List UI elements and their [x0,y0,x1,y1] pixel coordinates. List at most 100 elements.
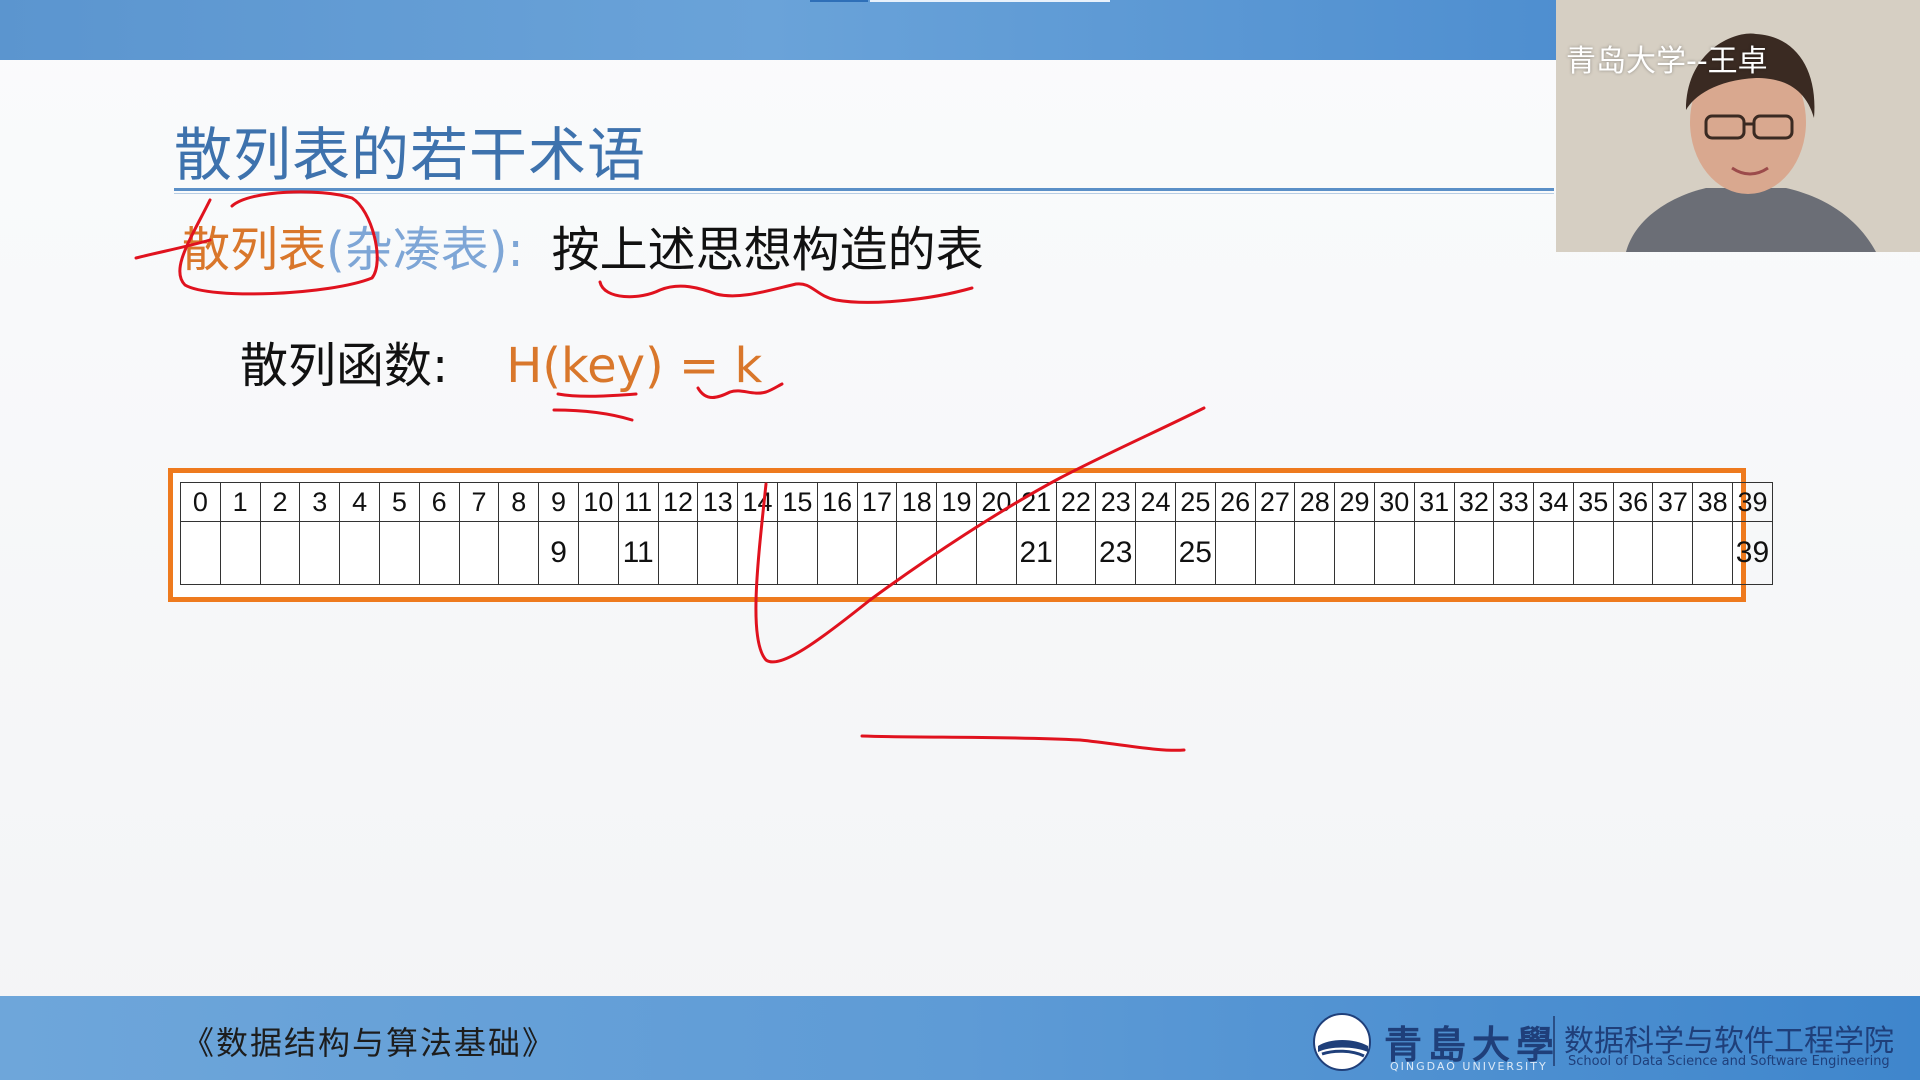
hash-index-cell: 38 [1692,482,1734,522]
hash-table-definition: 散列表(杂凑表): 按上述思想构造的表 [182,210,984,280]
hash-value-cell: 23 [1095,521,1137,585]
hash-value-cell [657,521,699,585]
hash-index-cell: 21 [1015,482,1057,522]
hash-index-cell: 2 [259,482,301,522]
hash-value-cell [1373,521,1415,585]
hash-index-cell: 31 [1413,482,1455,522]
presenter-webcam: 青岛大学--王卓 [1556,0,1920,252]
hash-value-cell: 9 [538,521,579,585]
school-name-en: School of Data Science and Software Engi… [1568,1054,1890,1069]
hash-index-cell: 5 [378,482,420,522]
hash-value-cell [737,521,778,585]
hash-index-cell: 35 [1572,482,1614,522]
hash-index-cell: 37 [1652,482,1694,522]
hash-index-cell: 4 [339,482,380,522]
hash-value-cell: 39 [1732,521,1773,585]
hash-value-cell [697,521,739,585]
hash-value-cell: 21 [1015,521,1057,585]
hash-value-cell [577,521,619,585]
hash-index-cell: 23 [1095,482,1137,522]
hash-value-cell [1254,521,1296,585]
hash-index-cell: 9 [538,482,579,522]
presenter-video [1556,0,1920,252]
hash-index-cell: 8 [498,482,540,522]
banner-streak [870,0,1110,2]
hash-value-cell [378,521,420,585]
hash-index-cell: 28 [1294,482,1336,522]
hash-value-cell: 25 [1174,521,1216,585]
definition-description: 按上述思想构造的表 [551,222,984,278]
hash-index-cell: 26 [1214,482,1256,522]
hash-index-cell: 17 [856,482,898,522]
hash-index-cell: 14 [737,482,778,522]
hash-value-cell [975,521,1017,585]
hash-function-line: 散列函数: H(key) = k [240,326,762,396]
hash-table-value-row: 9 11 21 23 25 39 [180,521,1773,585]
definition-alias: (杂凑表) [326,222,508,278]
hash-value-cell [299,521,341,585]
hash-value-cell [418,521,460,585]
hash-index-cell: 19 [936,482,977,522]
hash-index-cell: 1 [219,482,261,522]
university-seal-icon [1313,1013,1371,1071]
hash-value-cell [1692,521,1734,585]
hash-value-cell [339,521,380,585]
university-name: 青島大學 [1384,1022,1561,1067]
hash-index-cell: 7 [458,482,500,522]
definition-colon: : [507,222,524,278]
hash-value-cell [1135,521,1176,585]
course-title: 《数据结构与算法基础》 [182,1024,557,1062]
hash-index-cell: 18 [896,482,938,522]
hash-index-cell: 3 [299,482,341,522]
hash-value-cell [1055,521,1097,585]
hash-value-cell [776,521,818,585]
hash-value-cell: 11 [617,521,659,585]
hash-value-cell [180,521,221,585]
hash-index-cell: 12 [657,482,699,522]
hash-value-cell [1572,521,1614,585]
hash-index-cell: 33 [1493,482,1535,522]
hash-value-cell [1493,521,1535,585]
hash-index-cell: 30 [1373,482,1415,522]
hash-function-formula: H(key) = k [506,338,763,394]
hash-value-cell [856,521,898,585]
hash-value-cell [1334,521,1375,585]
footer-divider [1553,1016,1555,1066]
definition-term: 散列表 [182,222,327,278]
hash-value-cell [1533,521,1574,585]
banner-streak [810,0,868,2]
hash-index-cell: 34 [1533,482,1574,522]
title-divider-thin [174,193,1554,194]
hash-value-cell [1612,521,1654,585]
hash-index-cell: 24 [1135,482,1176,522]
hash-value-cell [458,521,500,585]
hash-value-cell [219,521,261,585]
hash-index-cell: 27 [1254,482,1296,522]
hash-function-label: 散列函数: [240,338,449,394]
hash-index-cell: 16 [816,482,858,522]
hash-value-cell [1214,521,1256,585]
hash-value-cell [896,521,938,585]
hash-index-cell: 15 [776,482,818,522]
hash-value-cell [816,521,858,585]
hash-value-cell [259,521,301,585]
school-name: 数据科学与软件工程学院 [1564,1024,1894,1059]
hash-value-cell [1294,521,1336,585]
hash-index-cell: 22 [1055,482,1097,522]
hash-index-cell: 13 [697,482,739,522]
hash-index-cell: 36 [1612,482,1654,522]
hash-index-cell: 10 [577,482,619,522]
hash-index-cell: 6 [418,482,460,522]
title-divider [174,188,1554,191]
university-name-en: QINGDAO UNIVERSITY [1390,1060,1548,1073]
hash-value-cell [1453,521,1495,585]
hash-index-cell: 39 [1732,482,1773,522]
hash-index-cell: 11 [617,482,659,522]
slide-title: 散列表的若干术语 [174,121,647,189]
webcam-caption: 青岛大学--王卓 [1566,44,1768,79]
hash-value-cell [1413,521,1455,585]
hash-value-cell [936,521,977,585]
hash-index-cell: 25 [1174,482,1216,522]
